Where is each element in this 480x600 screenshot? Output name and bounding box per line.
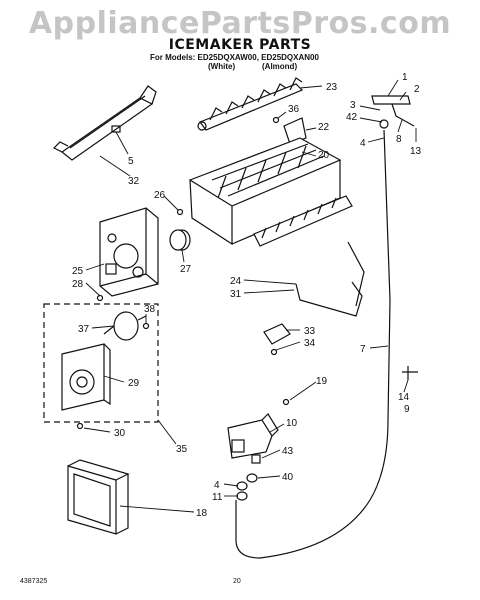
callout-13: 13 <box>410 146 422 157</box>
callout-35: 35 <box>176 444 188 455</box>
callout-24: 24 <box>230 276 242 287</box>
part-shutoff-arm <box>295 281 363 317</box>
page-title: ICEMAKER PARTS <box>168 37 312 53</box>
part-control-module <box>61 343 111 411</box>
callout-33: 33 <box>304 326 316 337</box>
callout-4-upper: 4 <box>360 138 366 149</box>
part-cover <box>283 117 307 145</box>
callout-2: 2 <box>414 84 420 95</box>
document-number: 4387325 <box>20 578 48 585</box>
callout-25: 25 <box>72 266 84 277</box>
part-water-tube <box>235 129 391 559</box>
callout-4-lower: 4 <box>214 480 220 491</box>
callout-23: 23 <box>326 82 338 93</box>
page-number: 20 <box>233 578 241 585</box>
callout-7: 7 <box>360 344 366 355</box>
callout-43: 43 <box>282 446 294 457</box>
callout-19: 19 <box>316 376 328 387</box>
finish-white-label: (White) <box>208 62 236 71</box>
part-ejector-blade <box>197 77 304 131</box>
part-ice-mold <box>188 137 342 246</box>
part-fitting <box>251 454 261 464</box>
watermark: AppliancePartsPros.com <box>28 6 452 41</box>
callout-8: 8 <box>396 134 402 145</box>
callout-14: 14 <box>398 392 410 403</box>
callout-9: 9 <box>404 404 410 415</box>
callout-11: 11 <box>212 492 223 503</box>
callout-3: 3 <box>350 100 356 111</box>
callout-1: 1 <box>402 72 408 83</box>
callout-26: 26 <box>154 190 166 201</box>
callout-20: 20 <box>318 150 330 161</box>
part-motor-housing <box>99 207 159 297</box>
part-bracket <box>263 323 291 345</box>
part-ice-stripper <box>253 195 353 247</box>
callout-29: 29 <box>128 378 140 389</box>
module-group-box <box>43 303 159 423</box>
callout-10: 10 <box>286 418 298 429</box>
part-bracket-arm <box>52 85 157 161</box>
part-nut <box>246 473 258 483</box>
callout-34: 34 <box>304 338 316 349</box>
callout-18: 18 <box>196 508 208 519</box>
finish-almond-label: (Almond) <box>262 62 298 71</box>
part-water-valve <box>227 413 279 459</box>
part-foam-pad <box>67 459 130 535</box>
callout-42: 42 <box>346 112 358 123</box>
callout-28: 28 <box>72 279 84 290</box>
part-tube-clip <box>402 366 418 380</box>
callout-37: 37 <box>78 324 90 335</box>
callout-30: 30 <box>114 428 126 439</box>
callout-38: 38 <box>144 304 156 315</box>
callout-32: 32 <box>128 176 140 187</box>
callout-22: 22 <box>318 122 330 133</box>
callout-31: 31 <box>230 289 242 300</box>
part-fill-cup <box>371 95 415 129</box>
model-numbers: For Models: ED25DQXAW00, ED25DQXAN00 <box>150 53 319 62</box>
callout-36: 36 <box>288 104 300 115</box>
callout-5: 5 <box>128 156 134 167</box>
part-thermostat <box>169 229 191 251</box>
callout-40: 40 <box>282 472 294 483</box>
callout-27: 27 <box>180 264 192 275</box>
